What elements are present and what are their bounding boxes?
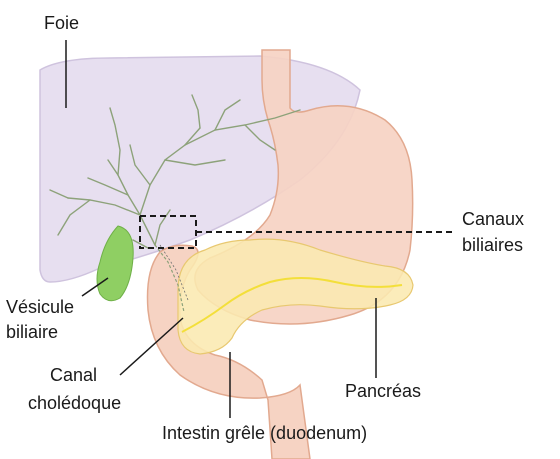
common-bile-duct-label-line1: Canal bbox=[50, 365, 98, 385]
common-bile-duct-leader bbox=[119, 317, 184, 376]
common-bile-duct-label-line2: cholédoque bbox=[28, 393, 122, 413]
common-bile-duct-outline bbox=[159, 244, 189, 301]
gallbladder-leader bbox=[81, 277, 109, 297]
bile-duct-tree bbox=[49, 94, 301, 249]
leader-lines bbox=[65, 40, 377, 418]
pancreas-label: Pancréas bbox=[345, 381, 422, 401]
bile-ducts-label-line1: Canaux bbox=[462, 209, 525, 229]
gallbladder-label-line2: biliaire bbox=[6, 322, 59, 342]
gallbladder-shape bbox=[96, 225, 134, 302]
gallbladder-label-line1: Vésicule bbox=[6, 297, 75, 317]
pancreas-shape bbox=[177, 238, 414, 355]
bile-ducts-label-line2: biliaires bbox=[462, 235, 524, 255]
small-intestine-label: Intestin grêle (duodenum) bbox=[162, 423, 368, 443]
common-bile-duct bbox=[154, 244, 185, 313]
bile-ducts-callout-box bbox=[139, 215, 452, 249]
pancreatic-duct bbox=[181, 277, 403, 333]
liver-label: Foie bbox=[44, 13, 80, 33]
